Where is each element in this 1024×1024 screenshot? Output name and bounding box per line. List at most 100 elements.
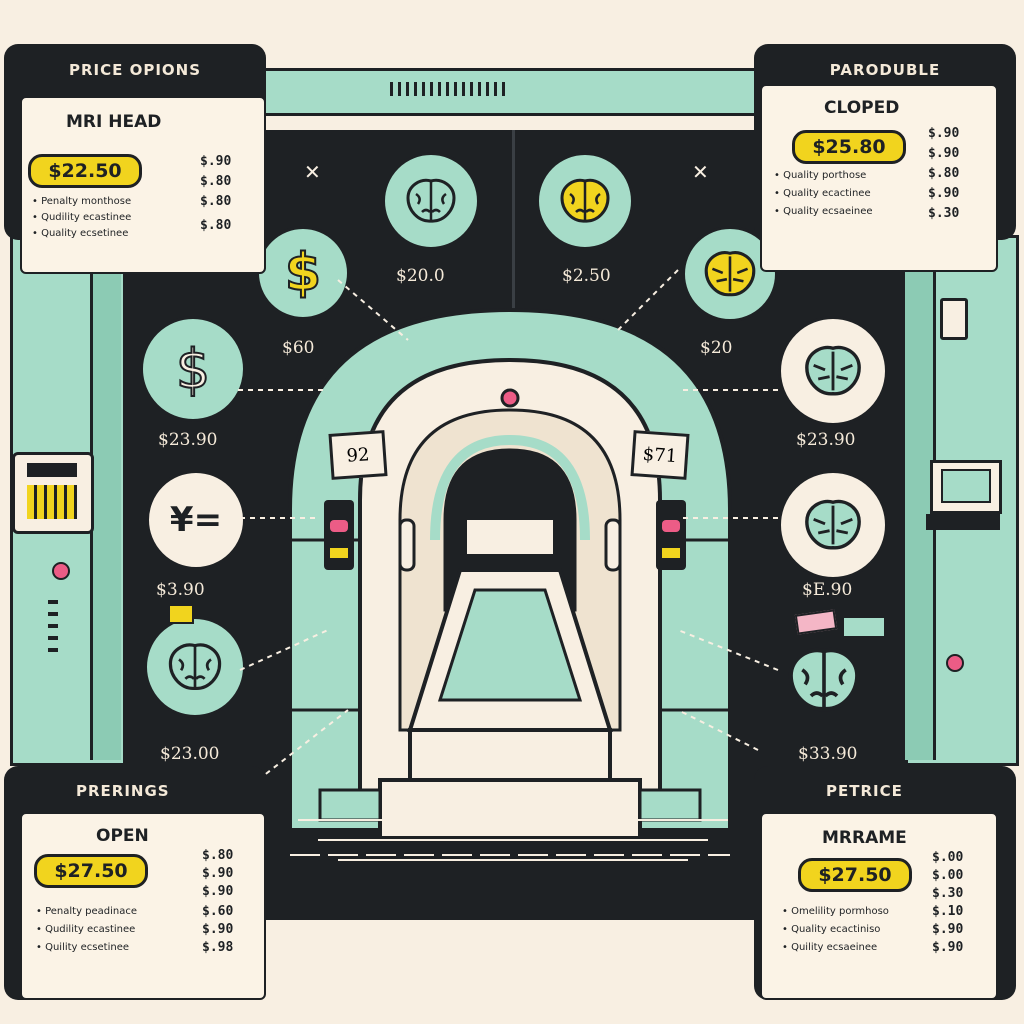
feature-value: $.90 bbox=[202, 866, 234, 881]
ticket-tag-mint bbox=[842, 616, 886, 638]
feature-value: $.80 bbox=[200, 218, 232, 233]
brain-icon-a[interactable] bbox=[382, 152, 480, 250]
brain-icon-b[interactable] bbox=[536, 152, 634, 250]
price-label-brain-e: $E.90 bbox=[802, 580, 853, 600]
feature-value: $.90 bbox=[928, 126, 960, 141]
feature-line: • Omelility pormhoso bbox=[782, 906, 889, 917]
price-badge[interactable]: $25.80 bbox=[792, 130, 906, 164]
feature-text: Omelility pormhoso bbox=[791, 906, 889, 917]
feature-value: $.98 bbox=[202, 940, 234, 955]
brain-icon-f[interactable] bbox=[144, 616, 246, 718]
price-card-bottom-right[interactable]: PETRICE MRRAME $27.50 $.00 $.00 $.30 $.1… bbox=[754, 766, 1016, 1000]
feature-line: • Quility ecsaeinee bbox=[782, 942, 878, 953]
dollar-sign-icon: $ bbox=[175, 337, 211, 402]
dollar-sign-icon: $ bbox=[284, 242, 322, 304]
feature-value: $.90 bbox=[202, 922, 234, 937]
feature-value: $.90 bbox=[202, 884, 234, 899]
dashed-connectors bbox=[238, 269, 779, 861]
feature-text: Quality ecactinee bbox=[783, 188, 871, 199]
price-badge[interactable]: $27.50 bbox=[798, 858, 912, 892]
price-card-top-left[interactable]: PRICE OPIONS MRI HEAD $22.50 $.90 $.80 $… bbox=[4, 44, 266, 274]
feature-value: $.80 bbox=[200, 174, 232, 189]
keypad-device-icon[interactable] bbox=[12, 452, 94, 534]
card-body: CLOPED $25.80 $.90 $.90 $.80 $.90 $.30 •… bbox=[760, 84, 998, 272]
feature-value: $.90 bbox=[928, 186, 960, 201]
feature-text: Quality ecsaeinee bbox=[783, 206, 873, 217]
card-header: PRICE OPIONS bbox=[68, 61, 202, 79]
feature-text: Quility ecsetinee bbox=[45, 942, 129, 953]
card-body: MRI HEAD $22.50 $.90 $.80 $.80 $.80 • Pe… bbox=[20, 96, 266, 274]
wall-monitor-icon bbox=[930, 460, 1002, 514]
yellow-brain-icon bbox=[560, 178, 610, 223]
feature-value: $.90 bbox=[932, 940, 964, 955]
card-header: PETRICE bbox=[826, 782, 903, 800]
plan-title: MRRAME bbox=[822, 828, 907, 848]
feature-value: $.10 bbox=[932, 904, 964, 919]
price-badge[interactable]: $22.50 bbox=[28, 154, 142, 188]
wall-tray bbox=[926, 514, 1000, 530]
price-label-yen: $3.90 bbox=[156, 580, 205, 600]
brain-icon bbox=[168, 643, 222, 690]
feature-line: • Quality ecsetinee bbox=[32, 228, 129, 239]
left-inner-post bbox=[90, 240, 121, 760]
price-label-brain-d: $23.90 bbox=[796, 430, 856, 450]
brain-icon-d[interactable] bbox=[778, 316, 888, 426]
feature-text: Qudility ecastinee bbox=[45, 924, 136, 935]
yellow-tag bbox=[168, 604, 194, 624]
yen-icon[interactable]: ¥= bbox=[146, 470, 246, 570]
feature-value: $.80 bbox=[928, 166, 960, 181]
close-mark-icon-left: ✕ bbox=[304, 160, 321, 184]
left-indicator-light bbox=[52, 562, 70, 580]
price-badge[interactable]: $27.50 bbox=[34, 854, 148, 888]
price-label-brain-a: $20.0 bbox=[396, 266, 445, 286]
brain-icon-e[interactable] bbox=[778, 470, 888, 580]
card-header: PRERINGS bbox=[76, 782, 170, 800]
price-label-brain-g: $33.90 bbox=[798, 744, 858, 764]
dollar-icon-b[interactable]: $ bbox=[140, 316, 246, 422]
feature-text: Quality porthose bbox=[783, 170, 867, 181]
feature-line: • Qudility ecastinee bbox=[32, 212, 132, 223]
bed-headrest bbox=[463, 516, 557, 558]
brain-icon bbox=[805, 499, 861, 550]
feature-line: • Quality ecactiniso bbox=[782, 924, 881, 935]
wall-switch-icon[interactable] bbox=[940, 298, 968, 340]
feature-value: $.80 bbox=[202, 848, 234, 863]
plan-title: MRI HEAD bbox=[66, 112, 162, 132]
yen-sign-icon: ¥= bbox=[169, 500, 223, 540]
feature-value: $.90 bbox=[932, 922, 964, 937]
keypad-screen bbox=[27, 463, 77, 477]
price-card-top-right[interactable]: PARODUBLE CLOPED $25.80 $.90 $.90 $.80 $… bbox=[754, 44, 1016, 272]
card-body: MRRAME $27.50 $.00 $.00 $.30 $.10 $.90 $… bbox=[760, 812, 998, 1000]
top-frame-vents bbox=[390, 82, 510, 96]
feature-line: • Quality ecsaeinee bbox=[774, 206, 873, 217]
feature-value: $.80 bbox=[200, 194, 232, 209]
room-divider bbox=[512, 130, 515, 330]
feature-value: $.60 bbox=[202, 904, 234, 919]
feature-text: Penalty monthose bbox=[41, 196, 132, 207]
feature-line: • Penalty peadinace bbox=[36, 906, 138, 917]
feature-value: $.90 bbox=[928, 146, 960, 161]
price-card-bottom-left[interactable]: PRERINGS OPEN $27.50 $.80 $.90 $.90 $.60… bbox=[4, 766, 266, 1000]
left-wall-slots bbox=[48, 600, 58, 660]
price-label-dollar-b: $23.90 bbox=[158, 430, 218, 450]
mri-machine-illustration bbox=[288, 307, 732, 856]
feature-value: $.00 bbox=[932, 850, 964, 865]
brain-icon bbox=[406, 178, 456, 223]
feature-text: Quality ecactiniso bbox=[791, 924, 881, 935]
feature-value: $.90 bbox=[200, 154, 232, 169]
brain-icon bbox=[788, 647, 860, 712]
gantry-light bbox=[500, 388, 520, 408]
card-header: PARODUBLE bbox=[829, 61, 941, 79]
feature-text: Quility ecsaeinee bbox=[791, 942, 878, 953]
price-label-brain-f: $23.00 bbox=[160, 744, 220, 764]
keypad-keys bbox=[27, 485, 77, 519]
brain-icon bbox=[704, 251, 756, 297]
plan-title: OPEN bbox=[96, 826, 149, 846]
price-label-yellow-brain: $20 bbox=[700, 338, 733, 358]
feature-text: Penalty peadinace bbox=[45, 906, 138, 917]
close-mark-icon-right: ✕ bbox=[692, 160, 709, 184]
feature-value: $.30 bbox=[928, 206, 960, 221]
plan-title: CLOPED bbox=[824, 98, 900, 118]
brain-icon-g[interactable] bbox=[782, 640, 866, 724]
feature-line: • Qudility ecastinee bbox=[36, 924, 136, 935]
